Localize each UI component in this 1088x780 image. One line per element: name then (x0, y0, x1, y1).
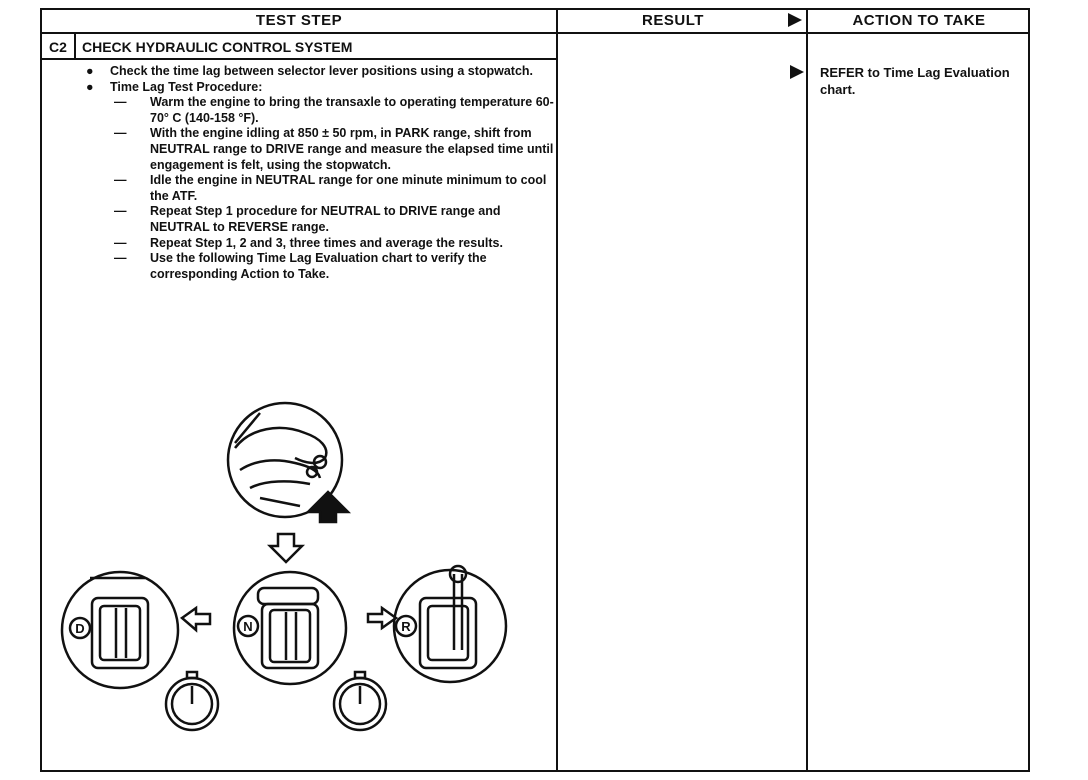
step-title-rule (40, 58, 556, 60)
sub-step: — Warm the engine to bring the transaxle… (84, 95, 554, 126)
sub-step-text: With the engine idling at 850 ± 50 rpm, … (150, 126, 554, 172)
header-rule (40, 32, 1030, 34)
stopwatch-left-icon (164, 670, 220, 732)
dash-icon: — (114, 235, 127, 250)
label-drive: D (75, 621, 84, 636)
bullet-item: ● Time Lag Test Procedure: (84, 80, 554, 96)
time-lag-test-illustration: D N R (60, 401, 508, 732)
column-divider-result (556, 8, 558, 772)
dash-icon: — (114, 251, 127, 266)
bullet-icon: ● (86, 64, 94, 78)
sub-step-text: Idle the engine in NEUTRAL range for one… (150, 173, 547, 203)
left-arrow-icon (179, 605, 212, 633)
gate-neutral (232, 570, 348, 686)
dash-icon: — (114, 126, 127, 141)
down-arrow-icon (266, 532, 306, 564)
sub-step-text: Repeat Step 1, 2 and 3, three times and … (150, 235, 503, 250)
result-arrow-icon (788, 13, 802, 27)
gate-reverse (392, 564, 508, 684)
dash-icon: — (114, 95, 127, 110)
bullet-item: ● Check the time lag between selector le… (84, 64, 554, 80)
sub-step: — Repeat Step 1, 2 and 3, three times an… (84, 236, 554, 252)
sub-step: — Repeat Step 1 procedure for NEUTRAL to… (84, 204, 554, 235)
stopwatch-right-icon (332, 670, 388, 732)
action-text: REFER to Time Lag Evaluation chart. (820, 65, 1010, 97)
header-action-to-take: ACTION TO TAKE (852, 12, 986, 29)
label-reverse: R (401, 619, 411, 634)
header-result: RESULT (642, 12, 704, 29)
header-test-step: TEST STEP (255, 12, 343, 29)
sub-step-text: Repeat Step 1 procedure for NEUTRAL to D… (150, 204, 501, 234)
bullet-text: Time Lag Test Procedure: (110, 79, 263, 94)
step-id: C2 (49, 39, 67, 55)
push-up-arrow-icon (304, 490, 352, 524)
gate-drive (60, 570, 180, 690)
sub-step-text: Use the following Time Lag Evaluation ch… (150, 251, 487, 281)
sub-step: — With the engine idling at 850 ± 50 rpm… (84, 126, 554, 173)
dash-icon: — (114, 173, 127, 188)
label-neutral: N (243, 619, 252, 634)
sub-step-text: Warm the engine to bring the transaxle t… (150, 95, 554, 125)
bullet-text: Check the time lag between selector leve… (110, 64, 534, 78)
sub-step: — Idle the engine in NEUTRAL range for o… (84, 173, 554, 204)
right-arrow-icon (366, 605, 399, 631)
hand-on-lever-icon (226, 401, 344, 519)
procedure-text: ● Check the time lag between selector le… (84, 64, 554, 282)
step-title: CHECK HYDRAULIC CONTROL SYSTEM (82, 39, 353, 55)
dash-icon: — (114, 204, 127, 219)
action-arrow-icon (790, 65, 804, 79)
sub-step: — Use the following Time Lag Evaluation … (84, 251, 554, 282)
step-id-divider (74, 33, 76, 59)
table-frame (40, 8, 1030, 772)
column-divider-action (806, 8, 808, 772)
bullet-icon: ● (86, 79, 94, 94)
